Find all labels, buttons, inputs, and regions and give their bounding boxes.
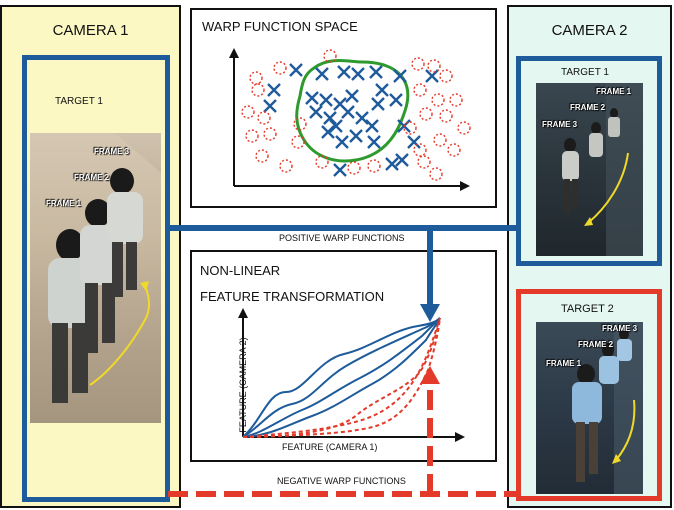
negative-warp-circle: [413, 143, 427, 157]
camera2-t1-frame3-label: FRAME 3: [542, 120, 578, 129]
positive-warp-cross: [263, 99, 277, 113]
positive-warp-cross: [371, 97, 385, 111]
negative-warp-circle: [245, 129, 259, 143]
positive-warp-cross: [389, 93, 403, 107]
negative-warp-circle: [457, 121, 471, 135]
positive-warp-cross: [369, 65, 383, 79]
negative-warp-circle: [291, 135, 305, 149]
negative-warp-circle: [263, 127, 277, 141]
nonlinear-title-line2: FEATURE TRANSFORMATION: [200, 289, 385, 304]
negative-warp-circle: [323, 49, 337, 63]
positive-warp-cross: [323, 111, 337, 125]
positive-warp-cross: [267, 83, 281, 97]
camera1-frame1-label: FRAME 1: [46, 199, 82, 208]
positive-warp-cross: [351, 67, 365, 81]
negative-warp-circle: [241, 105, 255, 119]
camera2-t1-frame1-label: FRAME 1: [596, 87, 632, 96]
negative-warp-circle: [347, 161, 361, 175]
camera1-frame2-label: FRAME 2: [74, 173, 110, 182]
camera2-target2-label: TARGET 2: [561, 303, 614, 315]
negative-warp-circle: [439, 69, 453, 83]
positive-warp-cross: [393, 69, 407, 83]
negative-warp-circle: [315, 155, 329, 169]
negative-warp-circle: [249, 71, 263, 85]
negative-warp-circle: [293, 117, 307, 131]
positive-warp-cross: [375, 83, 389, 97]
camera1-title: CAMERA 1: [52, 22, 129, 39]
positive-warp-label: POSITIVE WARP FUNCTIONS: [279, 233, 405, 243]
positive-warp-cross: [395, 153, 409, 167]
camera2-target1-figures: [562, 83, 643, 256]
positive-transform-curves: [242, 317, 441, 438]
positive-warp-cross: [367, 135, 381, 149]
positive-warp-cross: [345, 89, 359, 103]
negative-warp-circle: [427, 59, 441, 73]
negative-warp-arrow: [168, 366, 516, 497]
negative-warp-circle: [411, 57, 425, 71]
positive-warp-cross: [365, 119, 379, 133]
camera2-target1-photo: FRAME 1 FRAME 2 FRAME 3: [536, 83, 643, 256]
negative-warp-circle: [417, 155, 431, 169]
negative-warp-circle: [429, 167, 443, 181]
positive-warp-cross: [329, 119, 343, 133]
negative-warp-circle: [449, 93, 463, 107]
negative-warp-circle: [367, 159, 381, 173]
negative-warp-circle: [433, 133, 447, 147]
camera2-t1-frame2-label: FRAME 2: [570, 103, 606, 112]
positive-warp-cross: [337, 65, 351, 79]
camera2-target1-label: TARGET 1: [561, 67, 609, 78]
negative-transform-curves: [242, 317, 441, 438]
positive-warp-crosses: [263, 63, 439, 177]
positive-warp-cross: [425, 69, 439, 83]
camera1-person-figures: [30, 133, 161, 423]
positive-warp-cross: [385, 157, 399, 171]
negative-warp-circles: [241, 49, 471, 181]
positive-warp-cross: [349, 129, 363, 143]
negative-warp-circle: [413, 83, 427, 97]
positive-warp-cross: [355, 111, 369, 125]
camera2-target2-photo: FRAME 3 FRAME 2 FRAME 1: [536, 322, 643, 494]
nonlinear-transformation-panel: NON-LINEAR FEATURE TRANSFORMATION FEATUR…: [190, 250, 497, 462]
negative-warp-circle: [419, 107, 433, 121]
camera1-frame3-label: FRAME 3: [94, 147, 130, 156]
positive-warp-cross: [333, 163, 347, 177]
positive-warp-arrow: [166, 225, 516, 322]
positive-warp-cross: [335, 135, 349, 149]
x-axis-label: FEATURE (CAMERA 1): [282, 442, 378, 452]
negative-warp-circle: [255, 149, 269, 163]
camera2-t2-frame2-label: FRAME 2: [578, 340, 614, 349]
warp-space-title: WARP FUNCTION SPACE: [202, 19, 358, 34]
positive-warp-cross: [341, 105, 355, 119]
camera2-target1-box: TARGET 1: [516, 56, 662, 266]
camera1-target1-box: TARGET 1: [22, 55, 170, 502]
negative-warp-circle: [403, 121, 417, 135]
positive-warp-cross: [319, 93, 333, 107]
negative-warp-circle: [257, 111, 271, 125]
positive-warp-cross: [315, 67, 329, 81]
warp-space-axes: [229, 48, 470, 191]
camera1-target1-label: TARGET 1: [55, 96, 103, 107]
negative-warp-circle: [251, 83, 265, 97]
positive-warp-cross: [289, 63, 303, 77]
camera2-t2-frame3-label: FRAME 3: [602, 324, 638, 333]
camera2-t2-frame1-label: FRAME 1: [546, 359, 582, 368]
negative-warp-circle: [279, 159, 293, 173]
negative-warp-circle: [273, 61, 287, 75]
camera2-target2-box: TARGET 2: [516, 289, 662, 501]
nonlinear-title-line1: NON-LINEAR: [200, 263, 281, 278]
positive-warp-cross: [309, 105, 323, 119]
negative-warp-circle: [431, 93, 445, 107]
positive-warp-cross: [407, 135, 421, 149]
positive-cluster-boundary: [295, 59, 410, 163]
camera2-target2-figures: [572, 322, 643, 494]
negative-warp-circle: [439, 109, 453, 123]
positive-warp-cross: [305, 91, 319, 105]
positive-warp-cross: [321, 125, 335, 139]
camera1-target1-photo: FRAME 1 FRAME 2 FRAME 3: [30, 133, 161, 423]
camera2-title: CAMERA 2: [551, 22, 628, 39]
negative-warp-circle: [447, 143, 461, 157]
negative-warp-label: NEGATIVE WARP FUNCTIONS: [277, 476, 406, 486]
